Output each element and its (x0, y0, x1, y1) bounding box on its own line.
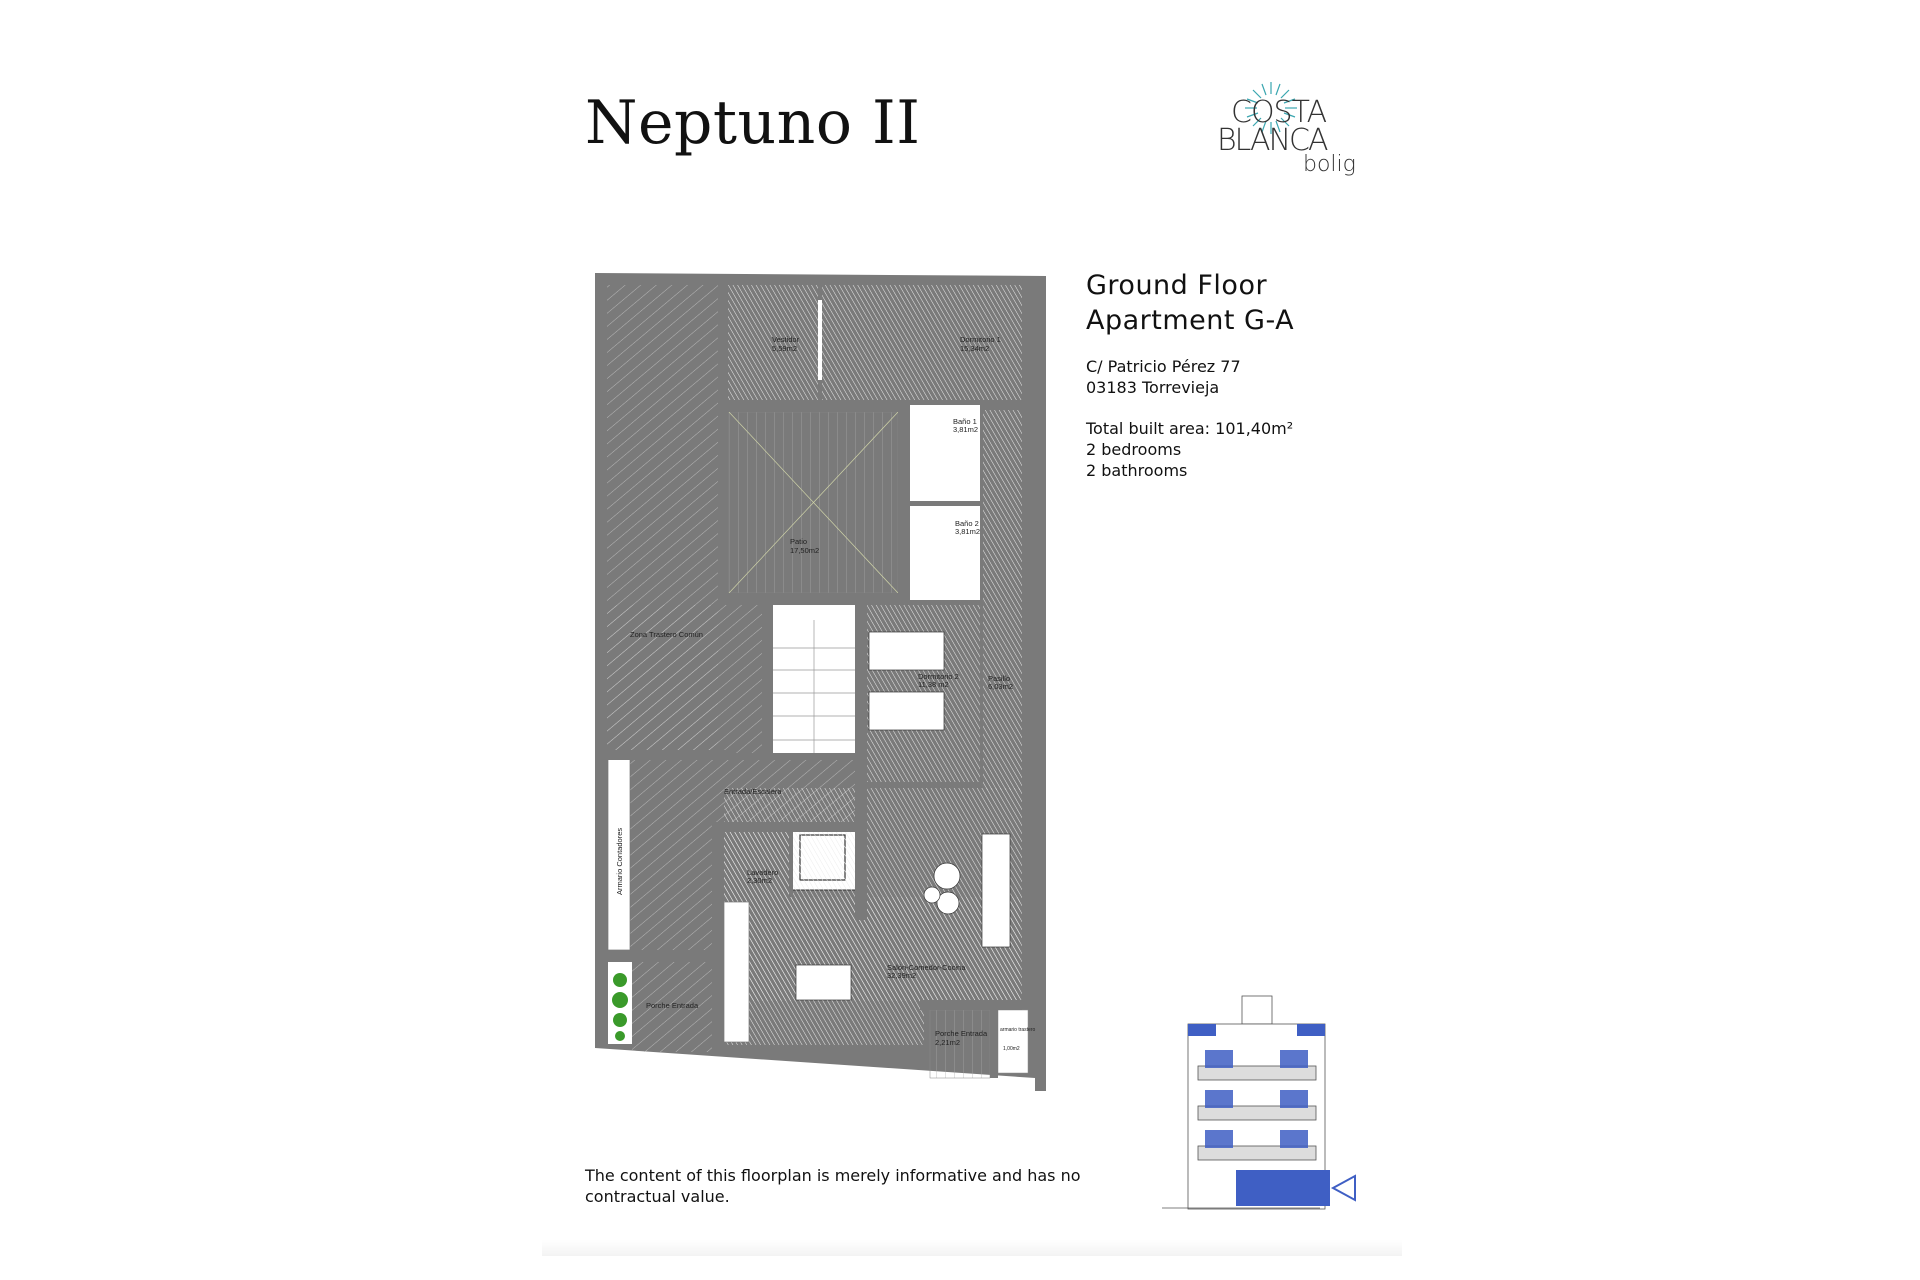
interior-walls (595, 285, 1022, 1078)
room-label: Zona Trastero Común (630, 630, 703, 639)
porche1-area (632, 962, 712, 1052)
room-label: 15,34m2 (960, 344, 989, 353)
sofa (981, 833, 1011, 948)
page-title: Neptuno II (585, 88, 921, 158)
room-label: Porche Entrada (935, 1029, 988, 1038)
porche2-area (929, 1009, 991, 1079)
room-label: Baño 1 (953, 417, 977, 426)
room-area: 6,03m2 (988, 682, 1013, 691)
building-elevation (1162, 995, 1356, 1210)
floor-label: Ground Floor (1086, 270, 1268, 301)
room-area: 2,21m2 (935, 1038, 960, 1047)
room-area: 2,30m2 (747, 876, 772, 885)
room-label: Pasillo (988, 674, 1010, 683)
built-area: Total built area: 101,40m² (1086, 419, 1294, 438)
view-direction-icon (1330, 1174, 1356, 1202)
room-label: Vestidor (772, 335, 800, 344)
room-area: 3,81m2 (955, 527, 980, 536)
page-bottom-edge (542, 1240, 1402, 1256)
room-label: Lavadero (747, 868, 778, 877)
dormitorio1-area (822, 285, 1022, 400)
room-area: 11,38 m2 (918, 680, 949, 689)
room-label: Armario Contadores (615, 828, 624, 895)
bano1-area (910, 405, 980, 502)
costa-blanca-bolig-logo: COSTA BLANCA bolig (1215, 78, 1365, 188)
logo-text: BLANCA (1217, 123, 1328, 158)
room-label: Porche Entrada (646, 1001, 699, 1010)
room-area: 3,81m2 (953, 425, 978, 434)
room-label: Baño 2 (955, 519, 979, 528)
sun-icon (1245, 82, 1297, 134)
bano2-area (910, 506, 980, 600)
room-label: Dormitorio 2 (918, 672, 959, 681)
disclaimer-text: The content of this floorplan is merely … (585, 1166, 1081, 1206)
room-area: 17,50m2 (790, 546, 819, 555)
logo-text: COSTA (1231, 95, 1327, 130)
apartment-highlight (1236, 1170, 1330, 1206)
room-area: 1,00m2 (1003, 1046, 1020, 1052)
apartment-info: Ground Floor Apartment G-A C/ Patricio P… (1086, 268, 1294, 481)
pasillo-area (983, 410, 1022, 790)
address-line: 03183 Torrevieja (1086, 378, 1220, 397)
bathrooms-count: 2 bathrooms (1086, 461, 1188, 480)
room-label: Patio (790, 537, 807, 546)
bedrooms-count: 2 bedrooms (1086, 440, 1182, 459)
room-label: Dormitorio 1 (960, 335, 1001, 344)
room-area: 32,39m2 (887, 971, 916, 980)
vestidor-area (728, 285, 818, 400)
dining-table (795, 964, 852, 1001)
armario-trastero (997, 1009, 1029, 1074)
room-label: Salón-Comedor-Cocina (887, 963, 966, 972)
room-area: 5,59m2 (772, 344, 797, 353)
room-label: Entrada/Escalera (724, 787, 782, 796)
address-line: C/ Patricio Pérez 77 (1086, 357, 1241, 376)
plant-icon (612, 973, 628, 1041)
kitchen-counter (723, 901, 750, 1043)
logo-text: bolig (1303, 152, 1356, 177)
apartment-label: Apartment G-A (1086, 305, 1295, 336)
room-label: armario trastero (1000, 1027, 1036, 1033)
